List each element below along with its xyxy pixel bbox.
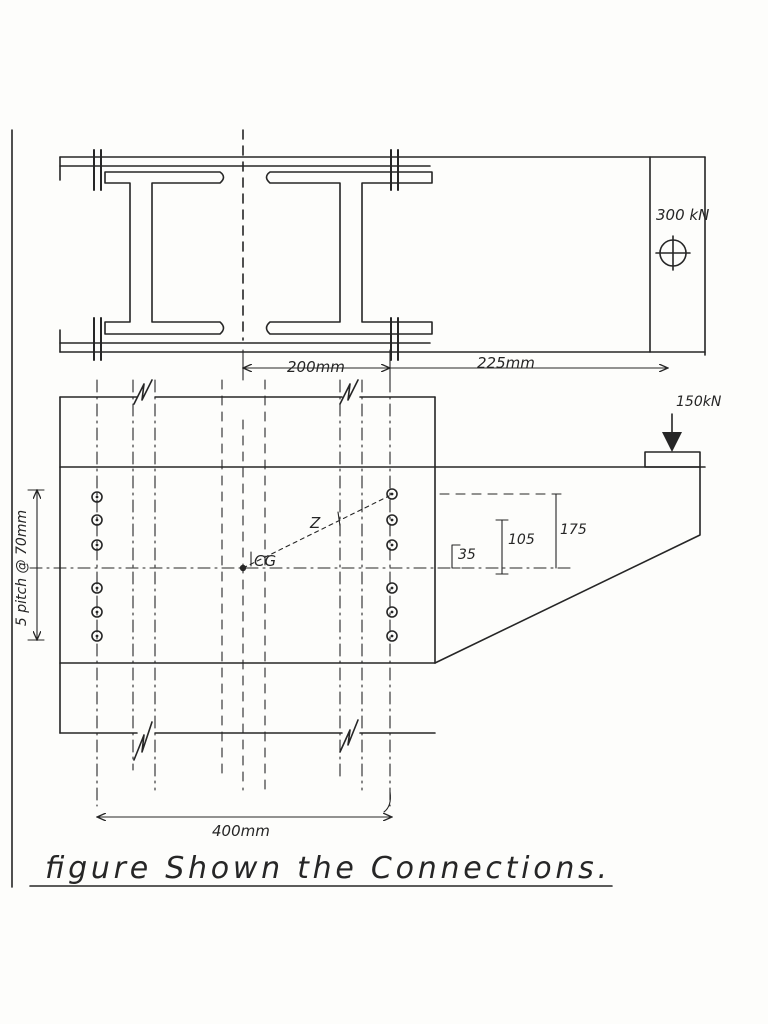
left-i-section [104,171,225,335]
bolt [386,606,398,618]
figure-caption: figure Shown the Connections. [45,851,607,886]
bolt [91,630,103,642]
bolt-column-right [386,488,398,642]
radius-line [242,495,390,569]
break-mark-bottom-right [339,719,359,753]
bolt-group-top-right [390,149,399,191]
plan-view: 300 kN 200mm 225mm [59,129,709,381]
dim-105-label: 105 [508,532,535,548]
load-150kn-arrowhead [662,432,682,452]
bolt [386,514,398,526]
bolt [386,539,398,551]
dim-400-label: 400mm [212,822,270,840]
dim-35-bracket [451,544,461,569]
dim-175-label: 175 [560,522,587,538]
bolt [91,582,103,594]
load-150kn-label: 150kN [676,394,722,410]
dim-225-label: 225mm [477,354,535,372]
right-i-section [265,171,433,335]
bolt [91,539,103,551]
bolt [386,630,398,642]
break-mark-top-left [133,379,153,405]
break-mark-bottom-left [133,721,153,761]
bolt-group-top-left [93,149,102,191]
load-point-symbol [655,235,691,271]
bolt-group-bottom-right [390,317,399,361]
load-300kn-label: 300 kN [656,206,709,224]
bolt-group-bottom-left [93,317,102,361]
bolt [91,606,103,618]
pitch-label: 5 pitch @ 70mm [14,510,30,626]
bolt [91,514,103,526]
bolt [386,488,398,500]
bracket-sloped-edge [434,466,701,664]
cg-label: CG [254,552,276,570]
radius-tick [337,511,341,527]
bolt-column-left [91,491,103,642]
radius-label: Z [309,514,321,532]
break-mark-top-right [339,379,359,405]
dim-200-label: 200mm [287,358,345,376]
dim-35-label: 35 [458,547,476,563]
elevation-view: 150kN CG [14,379,722,840]
bolt [91,491,103,503]
bolt [386,582,398,594]
dim-400-ext-curve [383,791,391,813]
load-bearing-plate [644,451,701,468]
